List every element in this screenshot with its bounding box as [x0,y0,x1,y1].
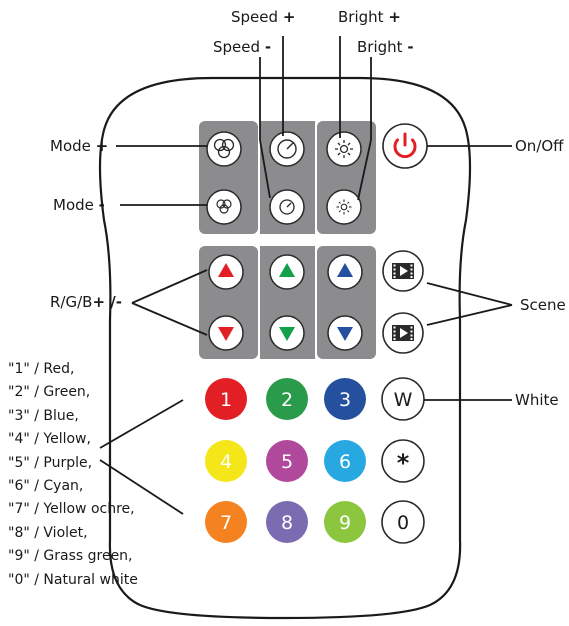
color-legend: "1" / Red, "2" / Green, "3" / Blue, "4" / Y… [8,358,138,592]
number-button-6[interactable]: 6 [324,440,366,482]
sun-plus-icon [335,140,353,158]
number-button-8[interactable]: 8 [266,501,308,543]
blue-minus-button[interactable] [327,315,363,351]
legend-line: "3" / Blue, [8,407,79,424]
legend-line: "6" / Cyan, [8,478,84,495]
mode-plus-label: Mode + [50,137,109,155]
number-button-5[interactable]: 5 [266,440,308,482]
scene-up-button[interactable] [382,250,424,292]
star-button[interactable]: * [381,439,425,483]
number-button-1[interactable]: 1 [205,378,247,420]
number-button-label: 1 [220,389,232,411]
number-button-2[interactable]: 2 [266,378,308,420]
bright-plus-button[interactable] [326,131,362,167]
number-button-9[interactable]: 9 [324,501,366,543]
up-arrow-icon [279,263,295,277]
legend-line: "9" / Grass green, [8,548,133,565]
speed-minus-label: Speed - [213,38,272,56]
speedometer-plus-icon [277,139,297,159]
number-button-label: 0 [397,512,409,534]
up-arrow-icon [337,263,353,277]
number-button-label: 2 [281,389,293,411]
star-button-label: * [397,449,410,477]
number-button-label: 6 [339,451,351,473]
legend-line: "1" / Red, [8,361,75,377]
down-arrow-icon [279,327,295,341]
number-button-3[interactable]: 3 [324,378,366,420]
down-arrow-icon [218,327,234,341]
rgb-label: R/G/B+ /- [50,293,122,311]
legend-line: "8" / Violet, [8,524,88,541]
bright-minus-button[interactable] [326,189,362,225]
mode-minus-icon [216,199,232,214]
speed-plus-label: Speed + [231,8,296,26]
blue-plus-button[interactable] [327,254,363,290]
mode-minus-button[interactable] [206,189,242,225]
red-minus-button[interactable] [208,315,244,351]
legend-line: "7" / Yellow ochre, [8,501,135,518]
legend-line: "0" / Natural white [8,571,138,588]
number-button-label: 7 [220,512,232,534]
on-off-label: On/Off [515,137,564,155]
leader-lines [99,36,513,515]
number-button-label: 9 [339,512,351,534]
bright-plus-label: Bright + [338,8,401,26]
film-play-icon [392,263,414,279]
white-button-label: W [394,389,413,411]
legend-line: "4" / Yellow, [8,431,91,448]
white-button[interactable]: W [381,377,425,421]
green-plus-button[interactable] [269,254,305,290]
number-button-label: 3 [339,389,351,411]
legend-line: "5" / Purple, [8,454,93,471]
number-button-label: 5 [281,451,293,473]
green-minus-button[interactable] [269,315,305,351]
mode-minus-label: Mode - [53,196,105,214]
sun-minus-icon [336,199,352,215]
scene-label: Scene [520,296,566,314]
power-icon [393,132,417,159]
mode-plus-button[interactable] [206,131,242,167]
number-button-0[interactable]: 0 [381,500,425,544]
number-button-4[interactable]: 4 [205,440,247,482]
speed-minus-button[interactable] [269,189,305,225]
red-plus-button[interactable] [208,254,244,290]
speedometer-minus-icon [279,199,295,215]
film-play-icon [392,325,414,341]
speed-plus-button[interactable] [269,131,305,167]
down-arrow-icon [337,327,353,341]
mode-plus-icon [213,138,235,159]
bright-minus-label: Bright - [357,38,414,56]
up-arrow-icon [218,263,234,277]
legend-line: "2" / Green, [8,384,91,401]
scene-down-button[interactable] [382,312,424,354]
white-label: White [515,391,559,409]
number-button-7[interactable]: 7 [205,501,247,543]
number-button-label: 4 [220,451,232,473]
number-button-label: 8 [281,512,293,534]
power-button[interactable] [382,123,428,169]
